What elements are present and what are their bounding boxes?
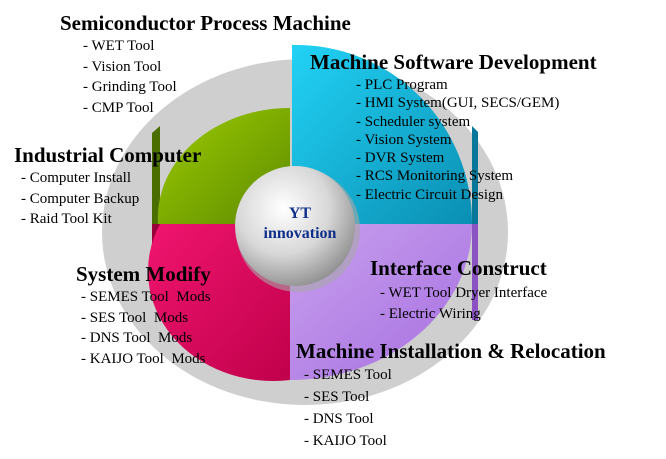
section-interface-construct: Interface Construct - WET Tool Dryer Int… bbox=[370, 256, 547, 324]
list-item: - DNS Tool Mods bbox=[81, 330, 193, 346]
list-item: - HMI System(GUI, SECS/GEM) bbox=[356, 95, 560, 112]
cyan-segment-side bbox=[472, 126, 478, 224]
list-item: - WET Tool Dryer Interface bbox=[380, 285, 548, 301]
list-item: - Computer Install bbox=[21, 170, 131, 186]
list-item: - PLC Program bbox=[356, 77, 448, 93]
list-item: - RCS Monitoring System bbox=[356, 168, 514, 185]
section-machine-installation-relocation: Machine Installation & Relocation - SEME… bbox=[296, 339, 606, 452]
list-item: - DVR System bbox=[356, 150, 445, 167]
list-item: - Raid Tool Kit bbox=[21, 211, 112, 227]
list-item: - SES Tool bbox=[304, 389, 370, 405]
list-item: - Electric Circuit Design bbox=[356, 186, 504, 203]
center-label-line2: innovation bbox=[263, 225, 337, 242]
list-item: - CMP Tool bbox=[83, 99, 154, 116]
section-semiconductor-process-machine: Semiconductor Process Machine - WET Tool… bbox=[60, 11, 351, 118]
section-industrial-computer: Industrial Computer - Computer Install -… bbox=[14, 143, 201, 230]
center-label-line1: YT bbox=[288, 205, 312, 222]
list-item: - WET Tool bbox=[83, 38, 155, 54]
section-title: Industrial Computer bbox=[14, 143, 202, 167]
center-sphere bbox=[235, 166, 355, 286]
list-item: - Electric Wiring bbox=[380, 305, 481, 322]
section-title: System Modify bbox=[76, 262, 211, 286]
list-item: - Vision System bbox=[356, 131, 452, 148]
section-title: Semiconductor Process Machine bbox=[60, 11, 351, 35]
list-item: - Vision Tool bbox=[83, 58, 162, 75]
list-item: - SEMES Tool Mods bbox=[81, 289, 211, 305]
cyan-segment bbox=[292, 44, 473, 225]
list-item: - SES Tool Mods bbox=[81, 309, 189, 326]
list-item: - KAIJO Tool bbox=[304, 433, 387, 449]
list-item: - SEMES Tool bbox=[304, 367, 392, 383]
center-label: YT innovation bbox=[248, 204, 352, 244]
list-item: - Grinding Tool bbox=[83, 79, 177, 95]
section-title: Machine Installation & Relocation bbox=[296, 339, 606, 363]
list-item: - DNS Tool bbox=[304, 411, 374, 427]
green-segment-side bbox=[152, 126, 160, 224]
list-item: - Scheduler system bbox=[356, 113, 471, 130]
section-machine-software-development: Machine Software Development - PLC Progr… bbox=[310, 50, 597, 204]
section-title: Machine Software Development bbox=[310, 50, 597, 74]
section-title: Interface Construct bbox=[370, 256, 547, 280]
section-system-modify: System Modify - SEMES Tool Mods - SES To… bbox=[76, 262, 211, 369]
purple-segment-side bbox=[472, 224, 478, 320]
list-item: - Computer Backup bbox=[21, 190, 140, 207]
list-item: - KAIJO Tool Mods bbox=[81, 350, 206, 367]
